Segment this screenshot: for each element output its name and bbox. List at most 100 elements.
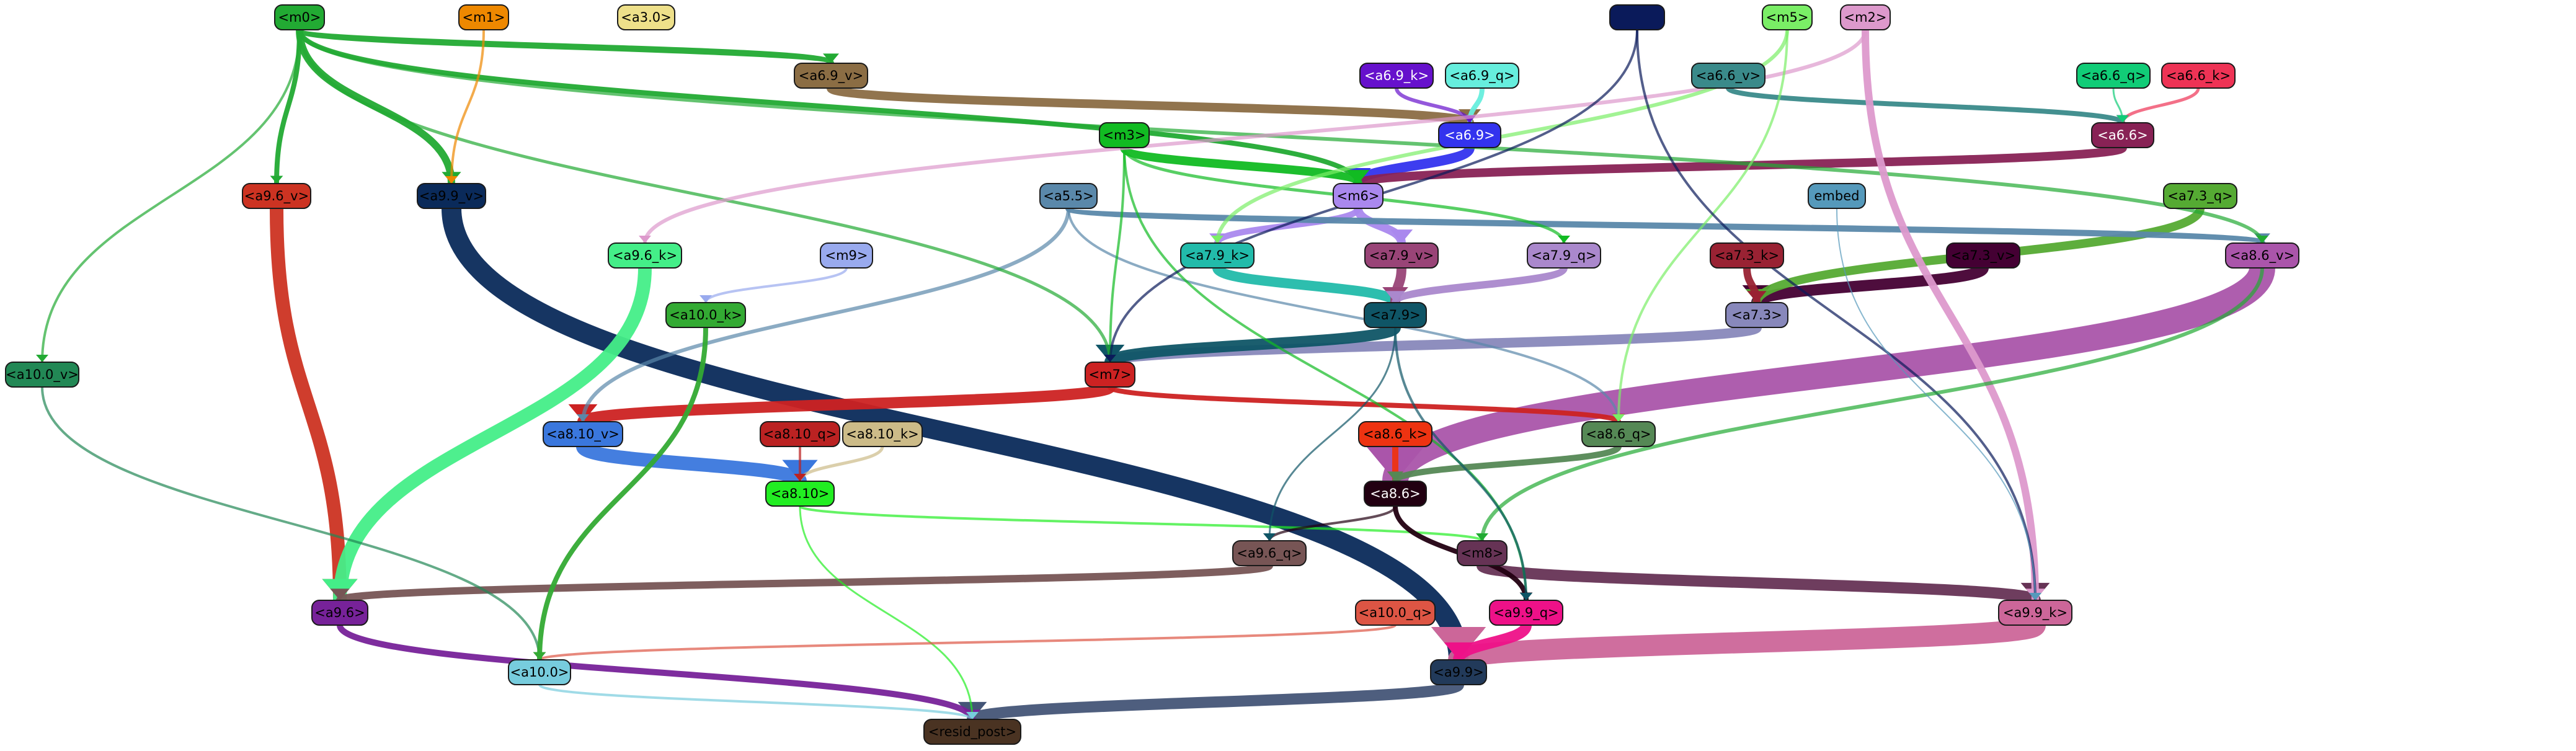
node-a9-9-v[interactable]: <a9.9_v>	[417, 183, 486, 209]
node-label: <m7>	[1088, 367, 1131, 382]
node-m0[interactable]: <m0>	[274, 4, 325, 30]
edge-a5_5-to-a8_10_v	[581, 207, 1070, 424]
node-label: <a7.9>	[1370, 308, 1420, 322]
node-label: <a10.0_q>	[1359, 605, 1432, 621]
edge-arrow-a7_9-to-a9_6_q	[1263, 533, 1276, 541]
node-m3[interactable]: <m3>	[1099, 122, 1150, 148]
edge-arrow-a5_5-to-a8_10_v	[577, 414, 589, 422]
node-box	[1039, 183, 1098, 209]
node-label: <a6.6>	[2097, 128, 2147, 143]
node-box	[1099, 122, 1150, 148]
node-label: <a10.0>	[510, 665, 569, 680]
edge-arrow-a10_0_k-to-a10_0	[533, 652, 546, 660]
edge-arrow-a8_6_q-to-a8_6	[1387, 471, 1403, 481]
node-m7[interactable]: <m7>	[1085, 362, 1135, 388]
edge-a8_10-to-resid_post	[799, 505, 974, 721]
node-m6[interactable]: <m6>	[1333, 183, 1383, 209]
node-a7-9[interactable]: <a7.9>	[1364, 302, 1427, 328]
node-embed[interactable]: embed	[1808, 183, 1866, 209]
node-label: <a7.3>	[1731, 308, 1782, 322]
node-a9-6-k[interactable]: <a9.6_k>	[608, 242, 682, 269]
node-a9-6-v[interactable]: <a9.6_v>	[242, 183, 311, 209]
node-box	[1762, 4, 1813, 30]
node-box	[760, 421, 840, 447]
node-m2[interactable]: <m2>	[1840, 4, 1891, 30]
edge-m1-to-a9_9_v	[450, 29, 485, 185]
node-label: <a10.0_k>	[669, 308, 742, 323]
node-label: <a6.9>	[1444, 128, 1495, 143]
node-box	[1438, 122, 1501, 148]
node-a9-6-q[interactable]: <a9.6_q>	[1232, 540, 1307, 566]
node-label: <a9.6>	[314, 605, 365, 620]
node-a10-0-v[interactable]: <a10.0_v>	[5, 362, 79, 388]
node-m8[interactable]: <m8>	[1457, 540, 1508, 566]
node-a8-6-q[interactable]: <a8.6_q>	[1581, 421, 1656, 447]
edge-m7-to-a8_10_v	[577, 381, 1116, 427]
node-a6-9-v[interactable]: <a6.9_v>	[794, 63, 868, 89]
node-box	[2163, 183, 2237, 209]
edge-m8-to-a9_9_k	[1477, 560, 2041, 606]
node-a6-6-k[interactable]: <a6.6_k>	[2161, 63, 2236, 89]
edge-arrow-m9-to-a10_0_k	[700, 295, 712, 303]
node-label: <a6.9_q>	[1449, 68, 1514, 84]
node-a8-10-v[interactable]: <a8.10_v>	[543, 421, 623, 447]
node-label: <a6.6_k>	[2166, 68, 2231, 84]
node-a7-3[interactable]: <a7.3>	[1725, 302, 1788, 328]
node-box	[2225, 242, 2299, 269]
node-a8-6-v[interactable]: <a8.6_v>	[2225, 242, 2299, 269]
node-a6-6[interactable]: <a6.6>	[2091, 122, 2154, 148]
node-a6-6-v[interactable]: <a6.6_v>	[1691, 63, 1765, 89]
node-a6-6-q[interactable]: <a6.6_q>	[2076, 63, 2151, 89]
node-a6-9-k[interactable]: <a6.9_k>	[1359, 63, 1434, 89]
node-top-navy[interactable]	[1609, 4, 1665, 30]
node-a10-0[interactable]: <a10.0>	[508, 659, 571, 685]
node-a7-3-k[interactable]: <a7.3_k>	[1710, 242, 1784, 269]
edge-arrow-m0-to-a8_6_v	[2256, 236, 2268, 243]
edge-a8_6-to-a9_6_q	[1268, 505, 1397, 542]
edge-a8_6_q-to-a8_6	[1392, 443, 1622, 484]
node-a7-9-v[interactable]: <a7.9_v>	[1364, 242, 1439, 269]
edge-arrow-m5-to-a8_6_q	[1612, 414, 1625, 422]
node-a10-0-q[interactable]: <a10.0_q>	[1355, 600, 1436, 626]
node-a9-9-k[interactable]: <a9.9_k>	[1998, 600, 2072, 626]
node-box	[5, 362, 79, 388]
edge-a7_9_k-to-a7_9	[1212, 263, 1400, 308]
node-a6-9[interactable]: <a6.9>	[1438, 122, 1501, 148]
node-a8-10-q[interactable]: <a8.10_q>	[760, 421, 840, 447]
edge-arrow-a8_6_v-to-m8	[1476, 533, 1488, 541]
node-resid-post[interactable]: <resid_post>	[923, 719, 1021, 745]
node-label: <m3>	[1103, 128, 1145, 143]
node-a3-0[interactable]: <a3.0>	[617, 4, 675, 30]
node-box	[1445, 63, 1519, 89]
node-label: <a9.9_q>	[1493, 605, 1558, 621]
node-a8-10[interactable]: <a8.10>	[765, 481, 835, 507]
edge-a9_6-to-resid_post	[337, 622, 975, 722]
node-a8-6-k[interactable]: <a8.6_k>	[1358, 421, 1432, 447]
node-a8-6[interactable]: <a8.6>	[1364, 481, 1427, 507]
edge-a9_9_v-to-a9_9	[442, 198, 1468, 670]
node-m1[interactable]: <m1>	[458, 4, 509, 30]
edge-embed-to-a9_9_k	[1836, 208, 2036, 601]
node-label: <a8.10_q>	[763, 427, 837, 442]
edge-m0-to-m7	[298, 28, 1112, 364]
edge-a5_5-to-a8_6_q	[1067, 207, 1620, 423]
node-a7-3-v[interactable]: <a7.3_v>	[1946, 242, 2020, 269]
node-a9-9[interactable]: <a9.9>	[1430, 659, 1487, 685]
node-m5[interactable]: <m5>	[1762, 4, 1813, 30]
node-a8-10-k[interactable]: <a8.10_k>	[842, 421, 923, 447]
node-a6-9-q[interactable]: <a6.9_q>	[1445, 63, 1519, 89]
node-box	[1840, 4, 1891, 30]
node-label: <a3.0>	[621, 10, 671, 25]
node-a7-9-k[interactable]: <a7.9_k>	[1180, 242, 1255, 269]
node-box	[1581, 421, 1656, 447]
edge-a8_10_v-to-a8_10	[576, 440, 807, 488]
node-m9[interactable]: <m9>	[820, 242, 873, 269]
node-a5-5[interactable]: <a5.5>	[1039, 183, 1098, 209]
node-a10-0-k[interactable]: <a10.0_k>	[665, 302, 746, 328]
node-a7-9-q[interactable]: <a7.9_q>	[1527, 242, 1601, 269]
node-a9-9-q[interactable]: <a9.9_q>	[1489, 600, 1563, 626]
edge-m0-to-a8_6_v	[298, 28, 2264, 245]
node-a7-3-q[interactable]: <a7.3_q>	[2163, 183, 2237, 209]
node-a9-6[interactable]: <a9.6>	[311, 600, 368, 626]
edge-m2-to-a9_6_k	[643, 28, 1867, 245]
